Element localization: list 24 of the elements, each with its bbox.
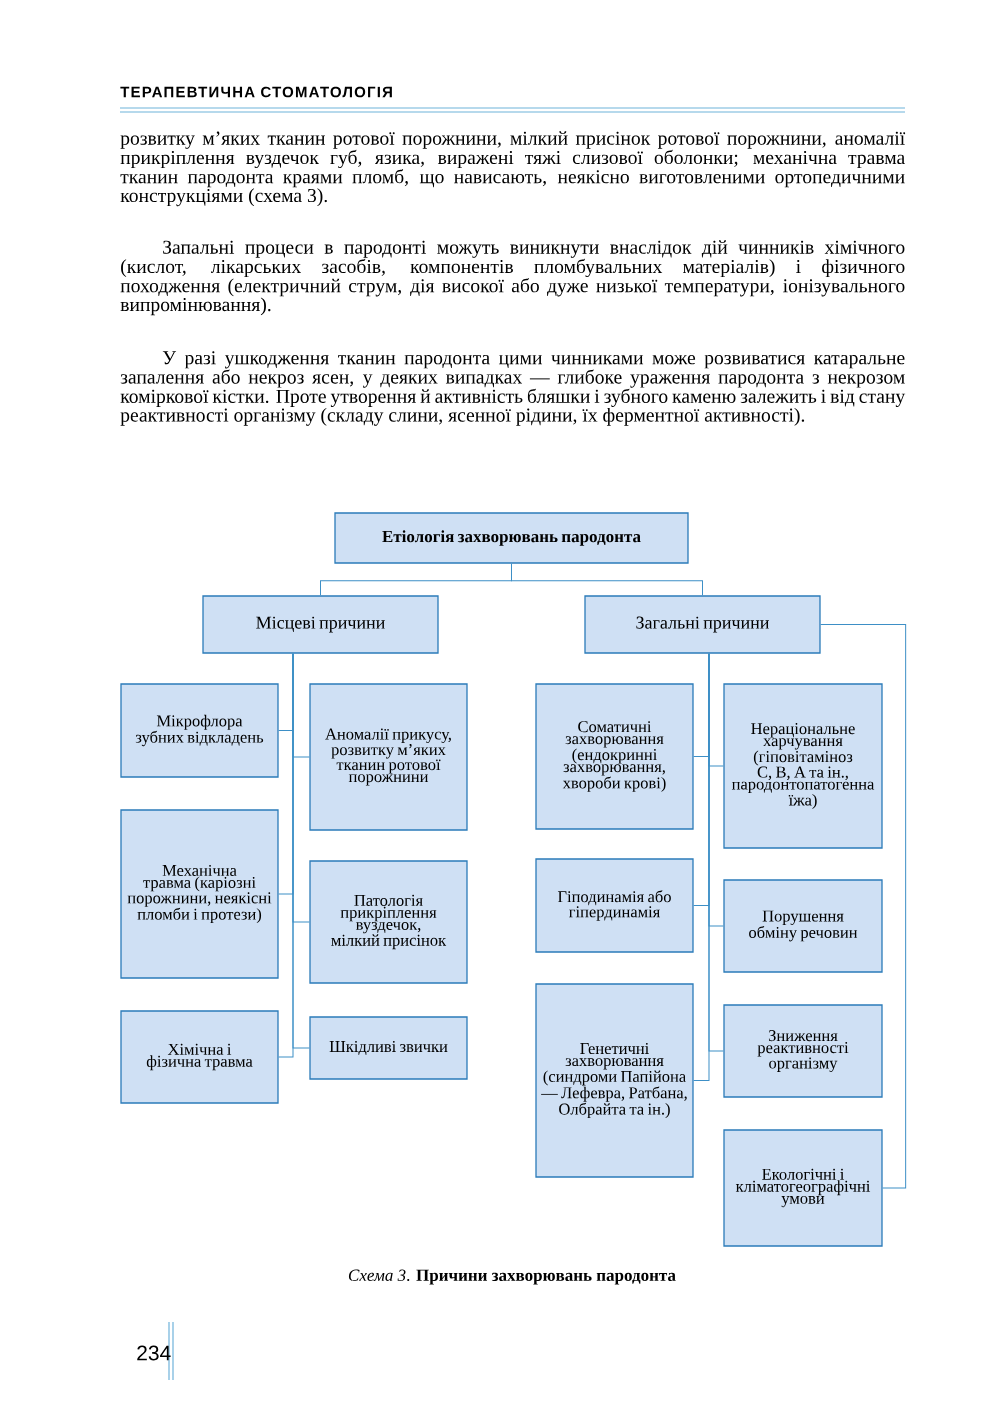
body-paragraph: Запальні процеси в пародонті можуть виникнути внаслідок дій чинників хімічного (кислот, лікарських засобів, компонентів пломбувальних матеріалів) і фізичного походження (електричний струм, дія високої або дуже низької температури, іонізувального випромінювання). <box>120 240 905 316</box>
cause-box: Зниження реактивності організму <box>723 1004 883 1098</box>
cause-box: Генетичні захворювання (синдроми Папійона — Лефевра, Ратбана, Олбрайта та ін.) <box>535 983 694 1178</box>
cause-box: Екологічні і кліматогеографічні умови <box>723 1129 883 1247</box>
category-box: Місцеві причини <box>202 595 439 654</box>
running-header: ТЕРАПЕВТИЧНА СТОМАТОЛОГІЯ <box>120 86 392 98</box>
body-paragraph: розвитку м’яких тканин ротової порожнини, мілкий присінок ротової порожнини, аномалії прикріплення вуздечок губ, язика, виражені тяжі слизової оболонки; механічна травма тканин пародонта краями пломб, що нависають, неякісно виготовленими ортопедичними конструкціями (схема 3). <box>120 131 906 207</box>
cause-box: Механічна травма (каріозні порожнини, неякісні пломби і протези) <box>120 809 279 979</box>
cause-box: Гіподинамія або гіпердинамія <box>535 858 694 953</box>
title-box: Етіологія захворювань пародонта <box>334 512 689 564</box>
cause-box: Соматичні захворювання (ендокринні захворювання, хвороби крові) <box>535 683 694 830</box>
connector-line <box>511 563 703 596</box>
figure-caption: Схема 3. Причини захворювань пародонта <box>348 1269 676 1285</box>
connector-line <box>820 624 907 1189</box>
body-paragraph: У разі ушкодження тканин пародонта цими чинниками може розвиватися катаральне запалення або некроз ясен, у деяких випадках — глибоке ураження пародонта з некрозом коміркової кістки. Проте утворення й активність бляшки і зубного каменю залежить і від стану реактивності організму (складу слини, ясенної рідини, їх ферментної активності). <box>120 351 906 426</box>
cause-box: Хімічна і фізична травма <box>120 1010 279 1104</box>
page-number: 234 <box>137 1345 171 1361</box>
category-box: Загальні причини <box>584 595 821 654</box>
cause-box: Нераціональне харчування (гіповітаміноз С, В, А та ін., пародонтопатогенна їжа) <box>723 683 883 849</box>
cause-box: Мікрофлора зубних відкладень <box>120 683 279 778</box>
cause-box: Аномалії прикусу, розвитку м’яких тканин ротової порожнини <box>309 683 468 831</box>
cause-box: Шкідливі звички <box>309 1016 468 1080</box>
cause-box: Патологія прикріплення вуздечок, мілкий присінок <box>309 860 468 984</box>
cause-box: Порушення обміну речовин <box>723 879 883 973</box>
